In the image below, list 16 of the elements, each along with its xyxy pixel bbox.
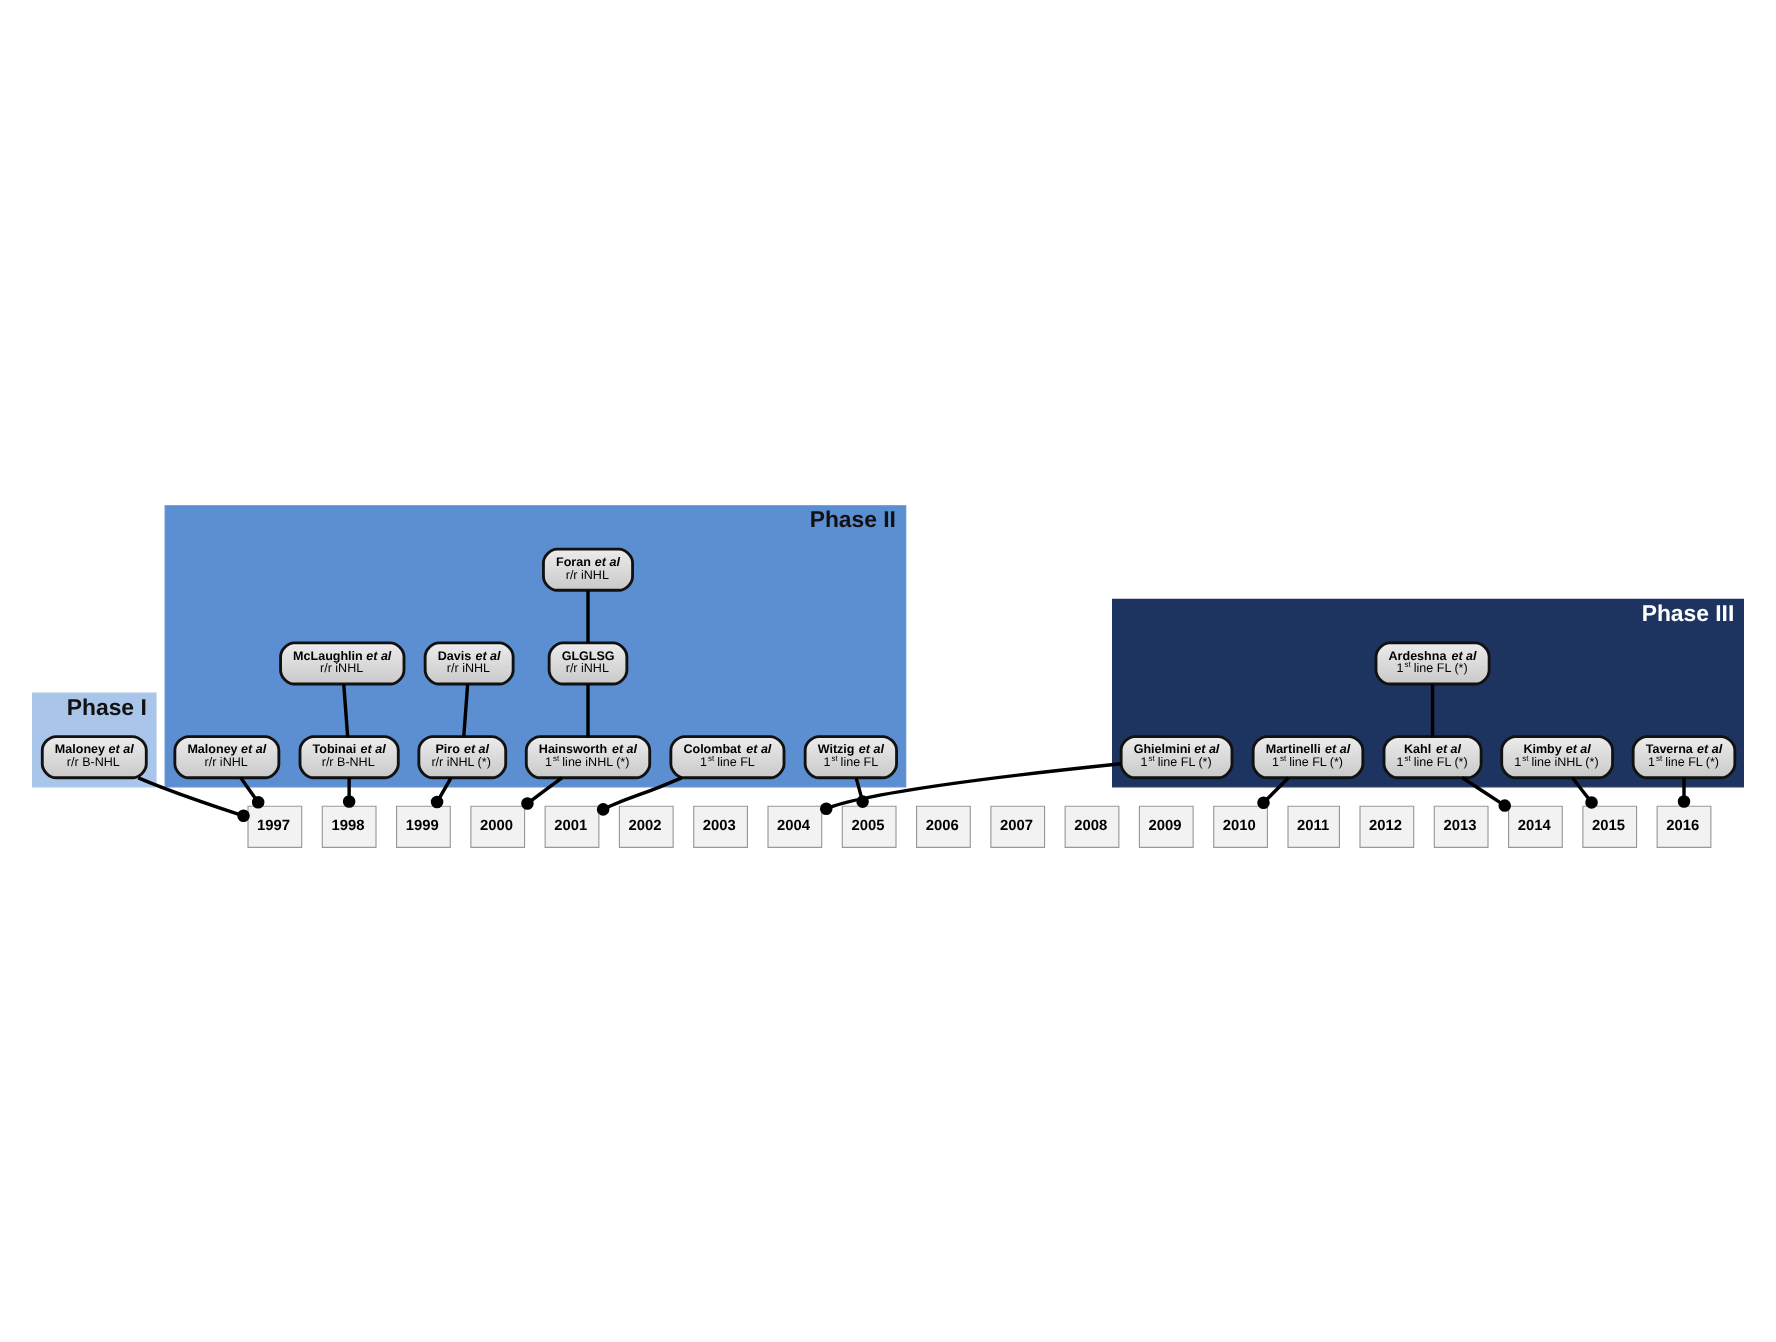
connector bbox=[1430, 683, 1435, 736]
connector bbox=[819, 761, 1122, 814]
connector bbox=[239, 775, 265, 808]
connector bbox=[1571, 775, 1598, 808]
connector bbox=[596, 775, 683, 815]
connector bbox=[462, 683, 470, 736]
connector bbox=[137, 775, 250, 822]
connector bbox=[1461, 775, 1511, 811]
connector bbox=[1677, 776, 1691, 807]
connector bbox=[430, 775, 453, 808]
connector bbox=[521, 775, 563, 809]
connector bbox=[1257, 775, 1290, 809]
connector bbox=[586, 589, 590, 642]
connector bbox=[342, 683, 350, 736]
connector bbox=[342, 776, 356, 807]
connector bbox=[586, 683, 590, 736]
